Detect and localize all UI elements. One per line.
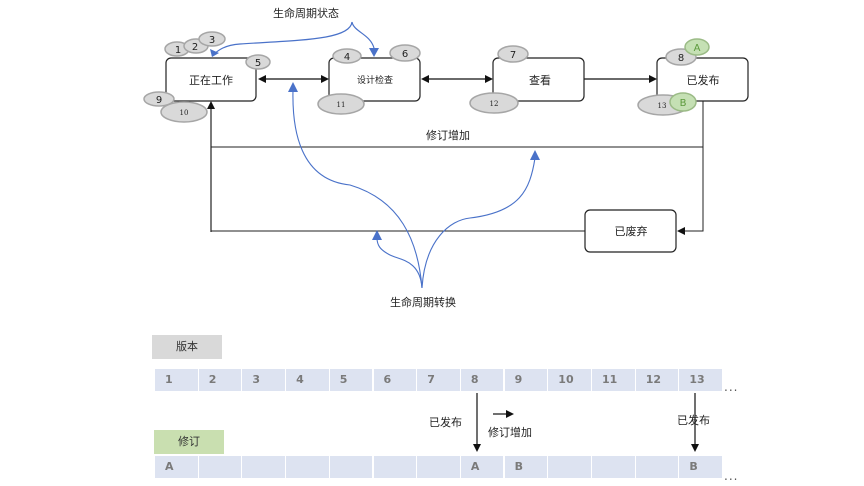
version-cell: 4 <box>286 369 329 391</box>
version-cell: 3 <box>242 369 285 391</box>
version-marker-12: 12 <box>469 92 519 114</box>
state-obsolete[interactable]: 已废弃 <box>584 209 677 253</box>
version-marker-3: 3 <box>198 31 226 47</box>
version-marker-6: 6 <box>389 44 421 62</box>
version-marker-10: 10 <box>160 101 208 123</box>
revision-cell <box>635 456 679 478</box>
transition-pointer-curve <box>421 157 536 289</box>
arrow-head-icon <box>530 150 540 160</box>
svg-text:A: A <box>694 43 701 54</box>
svg-text:B: B <box>680 98 687 109</box>
svg-text:已发布: 已发布 <box>687 73 720 87</box>
svg-text:12: 12 <box>490 100 499 108</box>
revision-marker-a: A <box>684 38 710 56</box>
version-cell: 8 <box>460 369 504 391</box>
released-to-obsolete-line <box>680 147 704 232</box>
svg-text:4: 4 <box>344 52 350 63</box>
version-cell: 7 <box>417 369 460 391</box>
revision-cell <box>373 456 416 478</box>
revision-cell: A <box>155 456 198 478</box>
arrow-head-icon <box>649 75 657 83</box>
arrow-head-icon <box>677 227 685 235</box>
arrow-head-icon <box>258 75 266 83</box>
revision-cell: B <box>679 456 722 478</box>
arrow-head-icon <box>207 101 215 109</box>
svg-text:11: 11 <box>337 101 346 109</box>
version-marker-5: 5 <box>245 54 271 70</box>
version-cell: 11 <box>592 369 635 391</box>
lifecycle-states-label: 生命周期状态 <box>273 6 339 20</box>
version-cell: 2 <box>198 369 242 391</box>
revision-cell <box>242 456 285 478</box>
version-marker-11: 11 <box>317 93 365 115</box>
svg-text:2: 2 <box>192 42 198 53</box>
revision-cell <box>548 456 591 478</box>
version-header: 版本 <box>152 335 222 359</box>
version-cell: 13 <box>679 369 722 391</box>
versions-ellipsis: ... <box>724 380 739 394</box>
version-cell: 9 <box>504 369 548 391</box>
revision-cell <box>286 456 329 478</box>
version-cell: 12 <box>635 369 679 391</box>
revision-marker-b: B <box>669 92 697 112</box>
arrow-head-icon <box>321 75 329 83</box>
svg-text:正在工作: 正在工作 <box>189 74 233 87</box>
state-pointer-curve <box>211 21 353 57</box>
revision-cell: A <box>460 456 504 478</box>
transition-pointer-curve <box>376 237 423 289</box>
svg-text:3: 3 <box>209 35 215 46</box>
version-marker-9: 9 <box>143 91 175 107</box>
svg-text:1: 1 <box>175 45 181 56</box>
revision-cell <box>198 456 242 478</box>
released-annotation-2: 已发布 <box>677 414 710 427</box>
svg-text:5: 5 <box>255 58 261 69</box>
state-working[interactable]: 正在工作 <box>165 57 257 102</box>
state-pointer-curve <box>351 21 375 49</box>
svg-text:设计检查: 设计检查 <box>357 74 393 86</box>
revision-cell <box>592 456 635 478</box>
svg-text:10: 10 <box>180 109 189 117</box>
svg-text:8: 8 <box>678 53 684 64</box>
revision-cell <box>417 456 460 478</box>
arrow-head-icon <box>288 82 298 92</box>
version-cell: 5 <box>329 369 373 391</box>
svg-text:13: 13 <box>658 102 667 110</box>
version-cell: 6 <box>373 369 416 391</box>
version-marker-4: 4 <box>332 48 362 64</box>
revision-increase-annotation: 修订增加 <box>488 426 532 439</box>
state-review[interactable]: 查看 <box>492 57 585 102</box>
revisions-ellipsis: ... <box>724 469 739 483</box>
arrow-head-icon <box>372 230 382 240</box>
arrow-head-icon <box>485 75 493 83</box>
lifecycle-transitions-label: 生命周期转换 <box>390 295 456 309</box>
arrow-head-icon <box>369 48 379 57</box>
version-cell: 10 <box>548 369 591 391</box>
version-cell: 1 <box>155 369 198 391</box>
arrow-head-icon <box>691 444 699 452</box>
svg-text:查看: 查看 <box>529 73 551 87</box>
released-annotation-1: 已发布 <box>429 416 462 429</box>
svg-text:7: 7 <box>510 50 516 61</box>
revision-cell: B <box>504 456 548 478</box>
arrow-head-icon <box>421 75 429 83</box>
transition-pointer-curve <box>292 89 423 289</box>
svg-text:已废弃: 已废弃 <box>615 224 648 238</box>
state-released[interactable]: 已发布 <box>656 57 749 102</box>
version-marker-7: 7 <box>497 45 529 63</box>
arrow-head-icon <box>473 444 481 452</box>
svg-text:6: 6 <box>402 49 408 60</box>
arrow-head-icon <box>210 49 219 57</box>
svg-text:9: 9 <box>156 95 162 106</box>
revision-header: 修订 <box>154 430 224 454</box>
arrow-head-icon <box>506 410 514 418</box>
revision-increase-label: 修订增加 <box>426 128 470 142</box>
state-design-review[interactable]: 设计检查 <box>328 57 421 102</box>
revision-cell <box>329 456 373 478</box>
